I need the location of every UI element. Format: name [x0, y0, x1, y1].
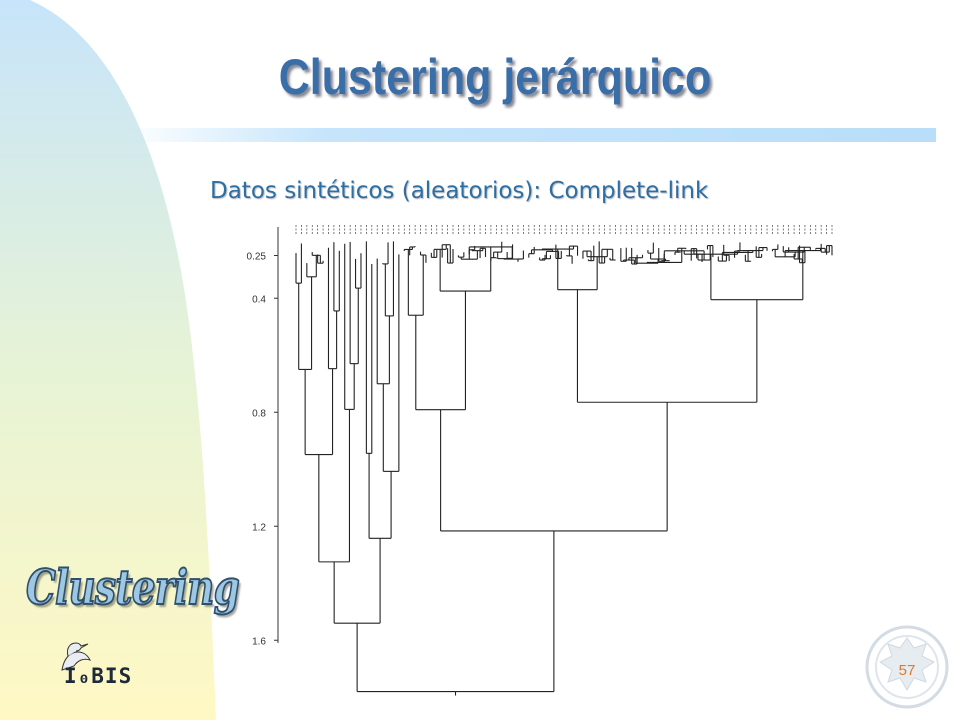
axis-tick-labels: 0.25 0.4 0.8 1.2 1.6 [247, 252, 267, 648]
title-underline [120, 128, 936, 142]
page-number: 57 [898, 662, 916, 679]
axis-tick-label: 0.4 [252, 294, 266, 305]
axis-tick-label: 1.2 [252, 522, 266, 533]
university-seal-icon [865, 625, 949, 709]
slide-subtitle: Datos sintéticos (aleatorios): Complete-… [210, 178, 709, 204]
logo-text: I₀BIS [64, 664, 133, 688]
dendrogram: 0.25 0.4 0.8 1.2 1.6 [247, 225, 833, 696]
axis-tick-label: 0.25 [247, 252, 267, 263]
leaf-labels [295, 225, 833, 236]
heron-bird-icon [61, 642, 91, 671]
axis-tick-label: 1.6 [252, 636, 266, 647]
dendrogram-axis [274, 227, 279, 643]
slide-title: Clustering jerárquico [278, 49, 712, 105]
section-label: Clustering [25, 559, 240, 617]
dendrogram-tree [295, 241, 833, 696]
axis-tick-label: 0.8 [252, 408, 266, 419]
